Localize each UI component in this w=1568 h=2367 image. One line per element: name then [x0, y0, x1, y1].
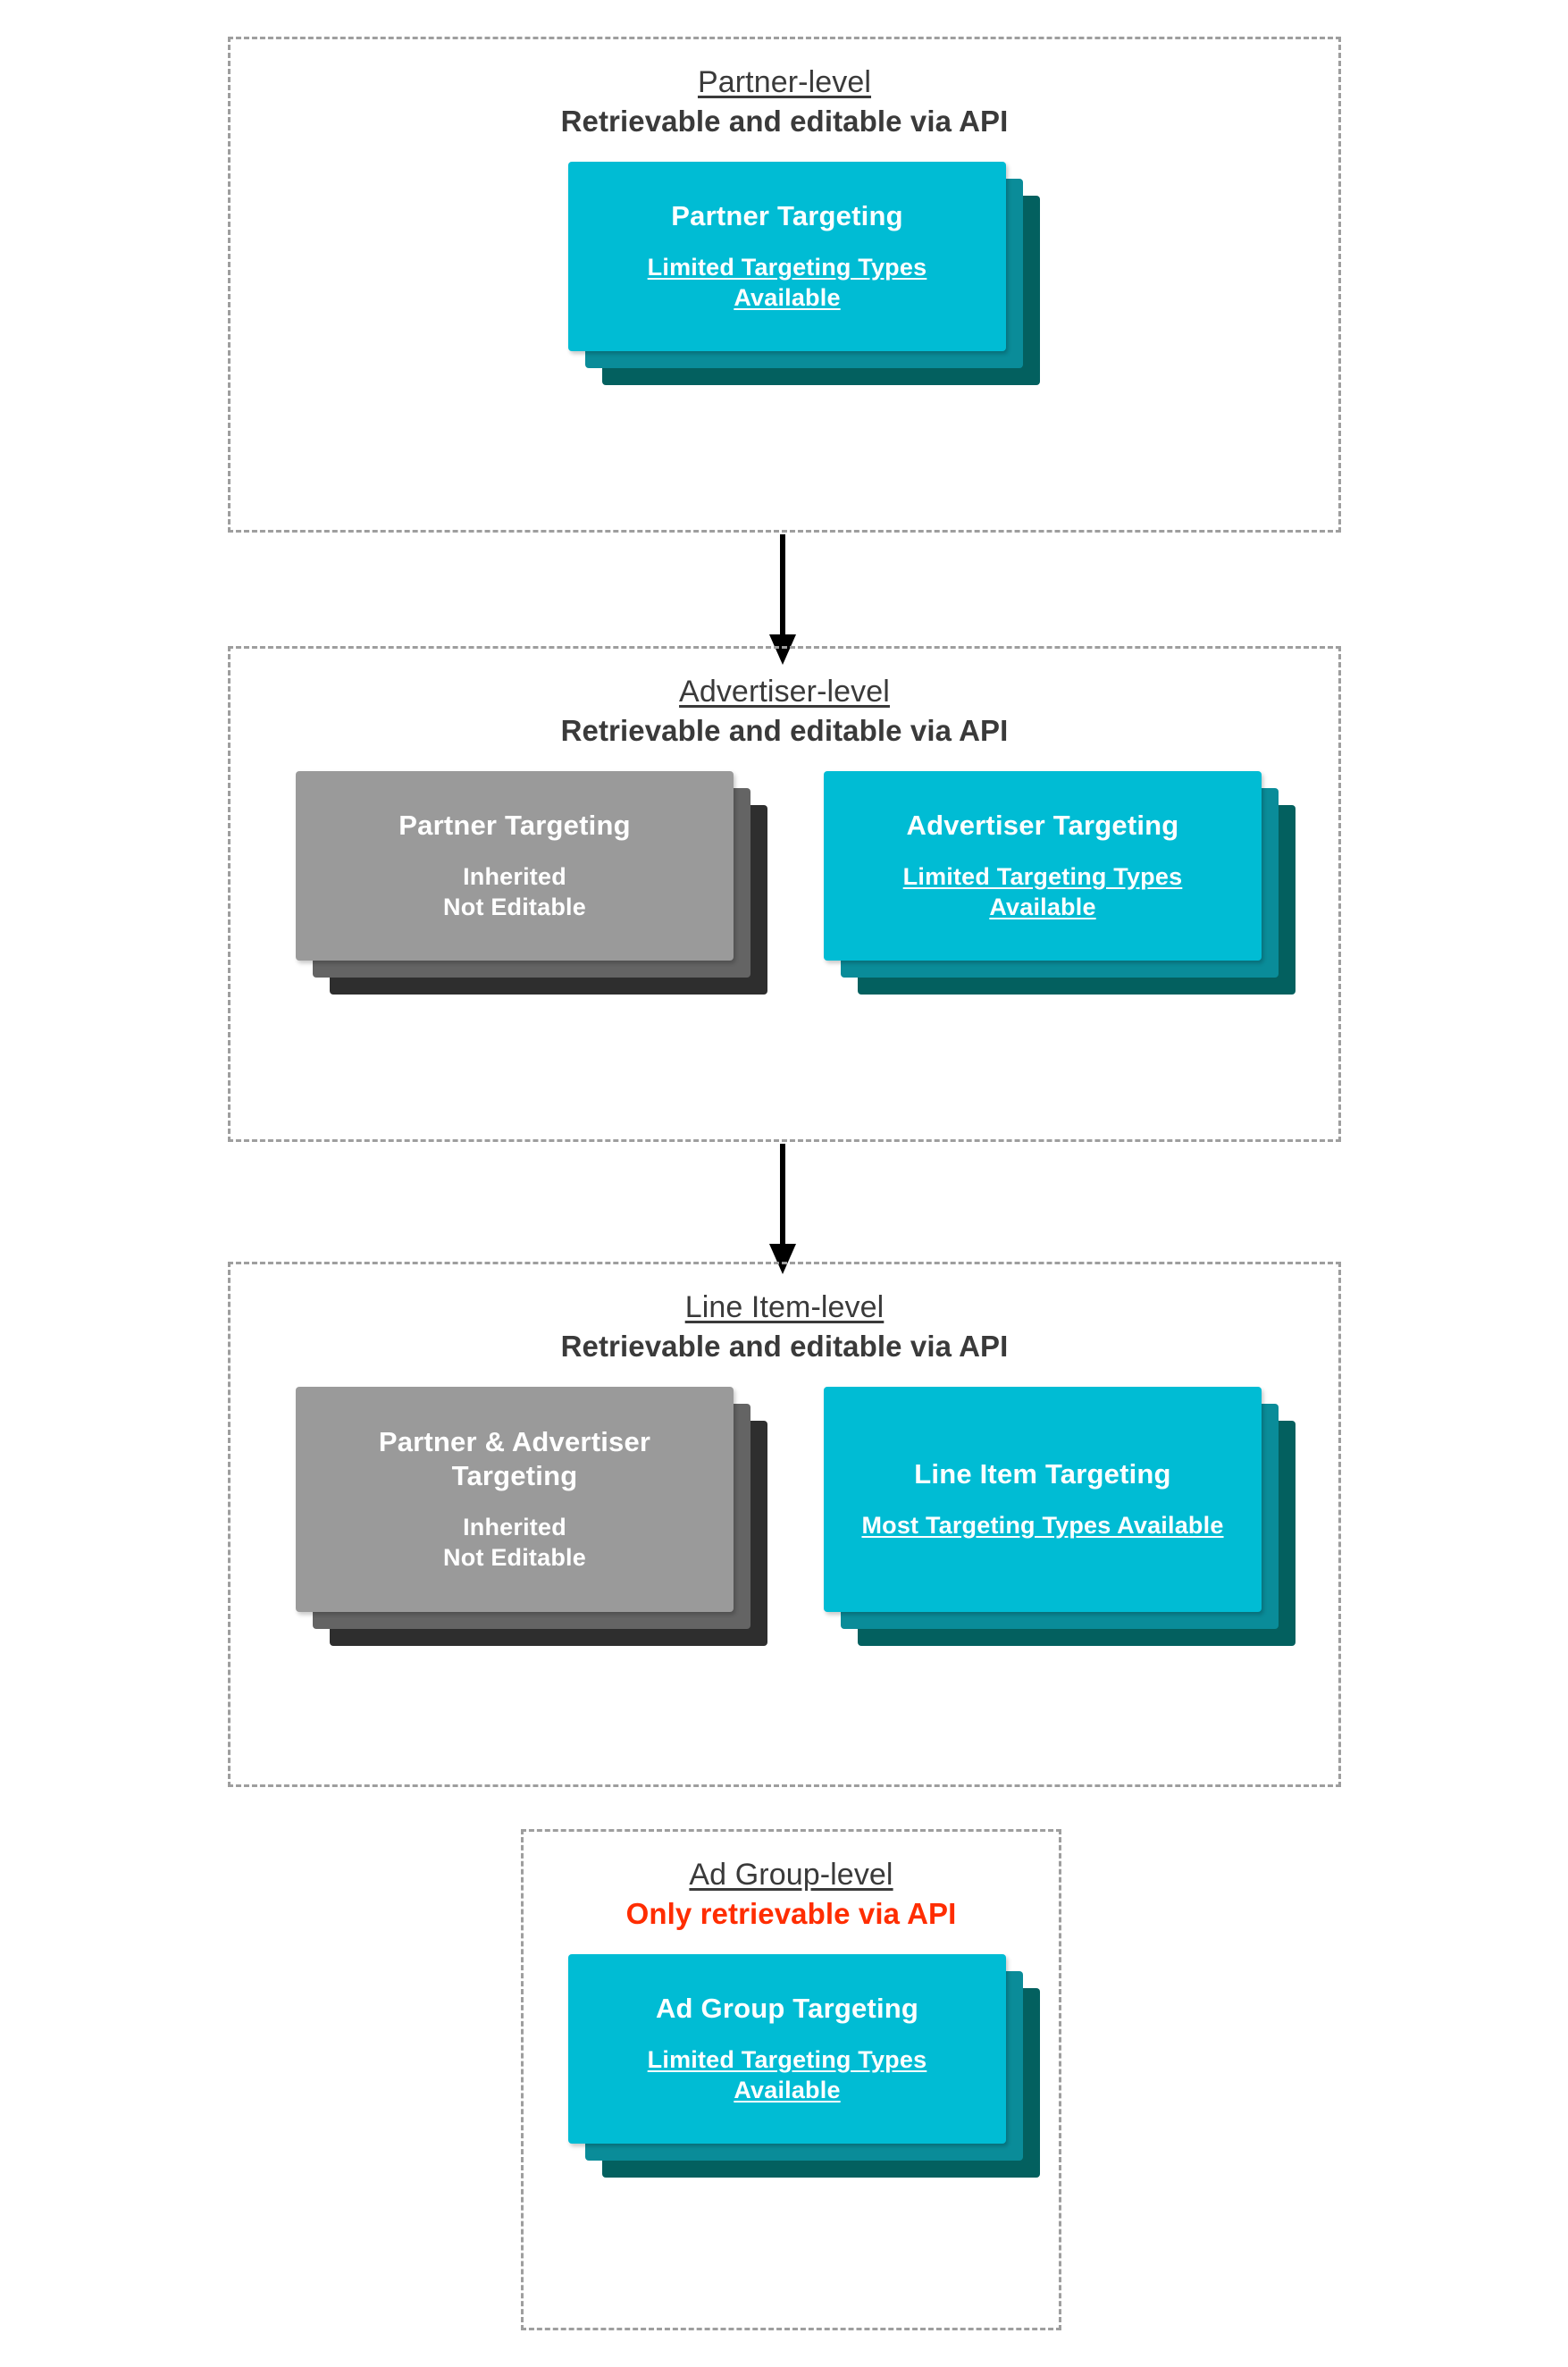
- card-stack-advertiser-targeting[interactable]: Advertiser Targeting Limited Targeting T…: [824, 771, 1295, 995]
- card-subtitle: Limited Targeting Types Available: [647, 2046, 927, 2103]
- card-subtitle: Inherited Not Editable: [443, 863, 586, 920]
- card-subtitle: Most Targeting Types Available: [861, 1512, 1224, 1540]
- level-title-ad-group: Ad Group-level: [689, 1858, 893, 1892]
- card-title: Partner Targeting: [398, 810, 631, 842]
- card-face-advertiser-targeting[interactable]: Advertiser Targeting Limited Targeting T…: [824, 771, 1262, 961]
- card-title: Advertiser Targeting: [906, 810, 1179, 842]
- level-heading-advertiser: Advertiser-level Retrievable and editabl…: [231, 674, 1338, 749]
- card-stack-ad-group-targeting[interactable]: Ad Group Targeting Limited Targeting Typ…: [568, 1954, 1040, 2178]
- card-face-partner-targeting[interactable]: Partner Targeting Limited Targeting Type…: [568, 162, 1006, 351]
- card-title: Ad Group Targeting: [655, 1993, 919, 2025]
- level-container-advertiser: Advertiser-level Retrievable and editabl…: [228, 646, 1341, 1142]
- card-title: Partner Targeting: [671, 200, 903, 232]
- card-stack-partner-advertiser-targeting-inherited[interactable]: Partner & Advertiser Targeting Inherited…: [296, 1387, 767, 1646]
- card-subtitle: Limited Targeting Types Available: [647, 254, 927, 311]
- card-stack-line-item-targeting[interactable]: Line Item Targeting Most Targeting Types…: [824, 1387, 1295, 1646]
- card-subtitle: Inherited Not Editable: [443, 1514, 586, 1571]
- arrow-partner-to-advertiser: [767, 534, 799, 667]
- level-subtitle-advertiser: Retrievable and editable via API: [560, 714, 1009, 748]
- level-heading-line-item: Line Item-level Retrievable and editable…: [231, 1289, 1338, 1364]
- card-face-partner-targeting-inherited[interactable]: Partner Targeting Inherited Not Editable: [296, 771, 734, 961]
- level-container-line-item: Line Item-level Retrievable and editable…: [228, 1262, 1341, 1787]
- level-title-advertiser: Advertiser-level: [679, 675, 890, 709]
- arrow-advertiser-to-line-item: [767, 1144, 799, 1276]
- card-face-partner-advertiser-targeting-inherited[interactable]: Partner & Advertiser Targeting Inherited…: [296, 1387, 734, 1612]
- card-stack-partner-targeting-inherited[interactable]: Partner Targeting Inherited Not Editable: [296, 771, 767, 995]
- level-container-partner: Partner-level Retrievable and editable v…: [228, 37, 1341, 533]
- level-subtitle-ad-group: Only retrievable via API: [625, 1897, 957, 1931]
- card-title: Partner & Advertiser Targeting: [378, 1426, 651, 1492]
- level-title-partner: Partner-level: [697, 65, 872, 99]
- level-heading-partner: Partner-level Retrievable and editable v…: [231, 64, 1338, 139]
- card-title: Line Item Targeting: [914, 1458, 1171, 1490]
- card-face-ad-group-targeting[interactable]: Ad Group Targeting Limited Targeting Typ…: [568, 1954, 1006, 2144]
- card-face-line-item-targeting[interactable]: Line Item Targeting Most Targeting Types…: [824, 1387, 1262, 1612]
- level-container-ad-group: Ad Group-level Only retrievable via API …: [521, 1829, 1061, 2330]
- level-subtitle-partner: Retrievable and editable via API: [560, 105, 1009, 138]
- card-subtitle: Limited Targeting Types Available: [902, 863, 1183, 920]
- level-subtitle-line-item: Retrievable and editable via API: [560, 1330, 1009, 1364]
- card-stack-partner-targeting[interactable]: Partner Targeting Limited Targeting Type…: [568, 162, 1040, 385]
- level-title-line-item: Line Item-level: [684, 1290, 885, 1324]
- level-heading-ad-group: Ad Group-level Only retrievable via API: [524, 1857, 1059, 1932]
